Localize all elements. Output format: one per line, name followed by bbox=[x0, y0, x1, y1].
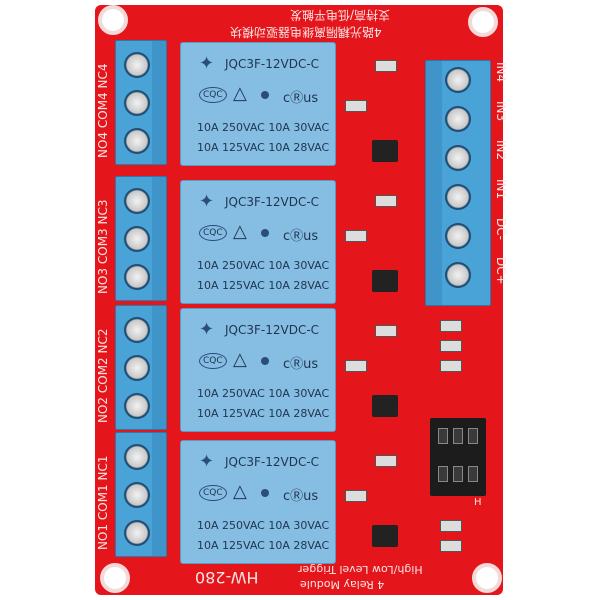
ul-mark: cⓇus bbox=[283, 357, 319, 372]
mounting-hole bbox=[98, 5, 128, 35]
input-label: DC- bbox=[494, 218, 508, 240]
relay-rating: 10A 250VAC 10A 30VAC bbox=[197, 121, 330, 134]
optocoupler-chip bbox=[372, 270, 398, 292]
silkscreen-cn-1: 4路光耦隔离继电器驱动模块 bbox=[230, 25, 382, 39]
terminal-screw[interactable] bbox=[124, 226, 150, 252]
smd-component bbox=[375, 195, 397, 207]
smd-component bbox=[375, 455, 397, 467]
output-label: NO1 COM1 NC1 bbox=[96, 455, 110, 551]
terminal-screw[interactable] bbox=[445, 145, 471, 171]
relay-brand-logo: ✦ bbox=[199, 53, 215, 74]
smd-resistor bbox=[440, 360, 462, 372]
terminal-screw[interactable] bbox=[124, 52, 150, 78]
trigger-label: High/Low Level Trigger bbox=[298, 563, 423, 576]
input-label: IN4 bbox=[494, 62, 508, 83]
relay-brand-logo: ✦ bbox=[199, 451, 215, 472]
input-label: IN3 bbox=[494, 101, 508, 122]
smd-component bbox=[375, 325, 397, 337]
warning-triangle-icon: △ bbox=[233, 481, 247, 502]
ul-mark: cⓇus bbox=[283, 229, 319, 244]
model-label: HW-280 bbox=[195, 568, 259, 587]
smd-resistor bbox=[440, 520, 462, 532]
terminal-screw[interactable] bbox=[445, 106, 471, 132]
module-label: 4 Relay Module bbox=[300, 578, 385, 591]
optocoupler-chip bbox=[372, 140, 398, 162]
warning-triangle-icon: △ bbox=[233, 221, 247, 242]
smd-component bbox=[345, 490, 367, 502]
warning-triangle-icon: △ bbox=[233, 349, 247, 370]
relay-dot bbox=[261, 91, 269, 99]
smd-component bbox=[345, 100, 367, 112]
smd-component bbox=[345, 230, 367, 242]
input-label: DC+ bbox=[494, 257, 508, 285]
relay-model: JQC3F-12VDC-C bbox=[225, 455, 320, 469]
relay-rating: 10A 125VAC 10A 28VAC bbox=[197, 539, 330, 552]
cqc-mark: CQC bbox=[199, 87, 227, 103]
terminal-screw[interactable] bbox=[445, 262, 471, 288]
relay-model: JQC3F-12VDC-C bbox=[225, 57, 320, 71]
mounting-hole bbox=[100, 563, 130, 593]
smd-resistor bbox=[440, 320, 462, 332]
relay-brand-logo: ✦ bbox=[199, 191, 215, 212]
optocoupler-chip bbox=[372, 395, 398, 417]
terminal-screw[interactable] bbox=[124, 90, 150, 116]
relay: ✦ JQC3F-12VDC-C CQC △ cⓇus 10A 250VAC 10A 30V… bbox=[180, 180, 336, 304]
relay-rating: 10A 125VAC 10A 28VAC bbox=[197, 407, 330, 420]
terminal-screw[interactable] bbox=[124, 520, 150, 546]
ul-mark: cⓇus bbox=[283, 91, 319, 106]
ul-mark: cⓇus bbox=[283, 489, 319, 504]
trigger-jumper-header[interactable] bbox=[430, 418, 486, 496]
relay-rating: 10A 125VAC 10A 28VAC bbox=[197, 141, 330, 154]
relay-rating: 10A 250VAC 10A 30VAC bbox=[197, 387, 330, 400]
relay-dot bbox=[261, 489, 269, 497]
smd-component bbox=[345, 360, 367, 372]
smd-resistor bbox=[440, 540, 462, 552]
output-label: NO3 COM3 NC3 bbox=[96, 199, 110, 295]
relay-rating: 10A 250VAC 10A 30VAC bbox=[197, 259, 330, 272]
terminal-screw[interactable] bbox=[445, 223, 471, 249]
cqc-mark: CQC bbox=[199, 225, 227, 241]
relay: ✦ JQC3F-12VDC-C CQC △ cⓇus 10A 250VAC 10A 30V… bbox=[180, 440, 336, 564]
jumper-label: H bbox=[474, 497, 482, 508]
cqc-mark: CQC bbox=[199, 485, 227, 501]
cqc-mark: CQC bbox=[199, 353, 227, 369]
terminal-screw[interactable] bbox=[124, 128, 150, 154]
relay: ✦ JQC3F-12VDC-C CQC △ cⓇus 10A 250VAC 10A 30V… bbox=[180, 42, 336, 166]
relay-rating: 10A 250VAC 10A 30VAC bbox=[197, 519, 330, 532]
input-label: IN1 bbox=[494, 179, 508, 200]
input-label: IN2 bbox=[494, 140, 508, 161]
relay-model: JQC3F-12VDC-C bbox=[225, 195, 320, 209]
output-label: NO4 COM4 NC4 bbox=[96, 63, 110, 159]
terminal-screw[interactable] bbox=[124, 393, 150, 419]
output-label: NO2 COM2 NC2 bbox=[96, 328, 110, 424]
terminal-screw[interactable] bbox=[124, 355, 150, 381]
terminal-screw[interactable] bbox=[124, 317, 150, 343]
relay-rating: 10A 125VAC 10A 28VAC bbox=[197, 279, 330, 292]
relay-dot bbox=[261, 229, 269, 237]
terminal-screw[interactable] bbox=[124, 444, 150, 470]
optocoupler-chip bbox=[372, 525, 398, 547]
relay-dot bbox=[261, 357, 269, 365]
terminal-screw[interactable] bbox=[445, 184, 471, 210]
terminal-screw[interactable] bbox=[124, 482, 150, 508]
terminal-screw[interactable] bbox=[124, 264, 150, 290]
relay: ✦ JQC3F-12VDC-C CQC △ cⓇus 10A 250VAC 10A 30V… bbox=[180, 308, 336, 432]
relay-brand-logo: ✦ bbox=[199, 319, 215, 340]
warning-triangle-icon: △ bbox=[233, 83, 247, 104]
mounting-hole bbox=[472, 563, 502, 593]
terminal-screw[interactable] bbox=[445, 67, 471, 93]
silkscreen-cn-2: 支持高/低电平触发 bbox=[290, 8, 391, 22]
smd-component bbox=[375, 60, 397, 72]
mounting-hole bbox=[468, 7, 498, 37]
smd-resistor bbox=[440, 340, 462, 352]
relay-model: JQC3F-12VDC-C bbox=[225, 323, 320, 337]
terminal-screw[interactable] bbox=[124, 188, 150, 214]
